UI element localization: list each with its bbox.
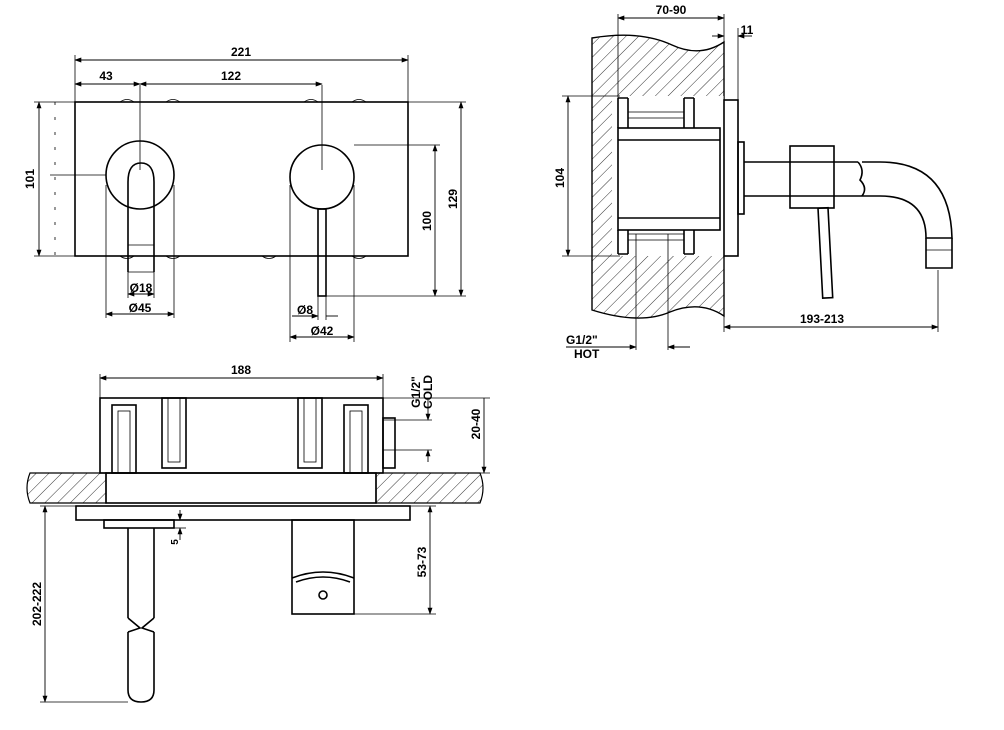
dim-lever-diameter: Ø8 [297, 303, 313, 317]
wall-top-right [375, 472, 484, 504]
lever-front [317, 208, 327, 297]
front-view: 221 43 122 101 100 129 Ø18 Ø45 [23, 45, 466, 342]
dim-plate-gap: 5 [170, 539, 181, 545]
plate-bumps [119, 99, 367, 259]
top-body-clips [111, 397, 369, 474]
dim-left-offset: 43 [99, 69, 113, 83]
dim-handle-length: 53-73 [415, 546, 429, 577]
dim-plate-height: 101 [23, 169, 37, 189]
dim-body-width: 188 [231, 363, 251, 377]
spout-front [127, 162, 155, 272]
dim-rosette-diameter: Ø45 [129, 301, 152, 315]
dim-handle-diameter: Ø42 [311, 324, 334, 338]
top-view: 188 G1/2" COLD 20-40 202-222 5 53-73 [26, 363, 490, 703]
dim-overall-width: 221 [231, 45, 251, 59]
dim-spacing: 122 [221, 69, 241, 83]
label-cold-connection: G1/2" [409, 376, 423, 408]
spout-top [127, 528, 155, 618]
side-view: 70-90 11 104 193-213 G1/2" HOT [553, 3, 953, 361]
top-body [99, 397, 384, 474]
dim-spout-diameter: Ø18 [130, 281, 153, 295]
label-hot-connection: G1/2" [566, 333, 598, 347]
dim-body-height: 104 [553, 168, 567, 188]
dim-lever-height: 100 [420, 211, 434, 231]
lever-side [817, 206, 834, 299]
wall-top-left [26, 472, 107, 504]
spout-side [744, 145, 953, 299]
handle-top [291, 519, 355, 615]
dim-spout-projection: 193-213 [800, 312, 844, 326]
side-body [617, 127, 721, 231]
dim-wall-depth: 70-90 [656, 3, 687, 17]
wall-plate-front [74, 101, 409, 257]
dim-spout-length: 202-222 [30, 582, 44, 626]
dim-plate-thickness: 11 [741, 23, 754, 37]
dim-total-height: 129 [446, 189, 460, 209]
label-hot: HOT [574, 347, 600, 361]
top-plate [75, 505, 411, 521]
dim-recess-depth: 20-40 [469, 408, 483, 439]
side-plate [723, 99, 739, 257]
label-cold: COLD [421, 375, 435, 409]
